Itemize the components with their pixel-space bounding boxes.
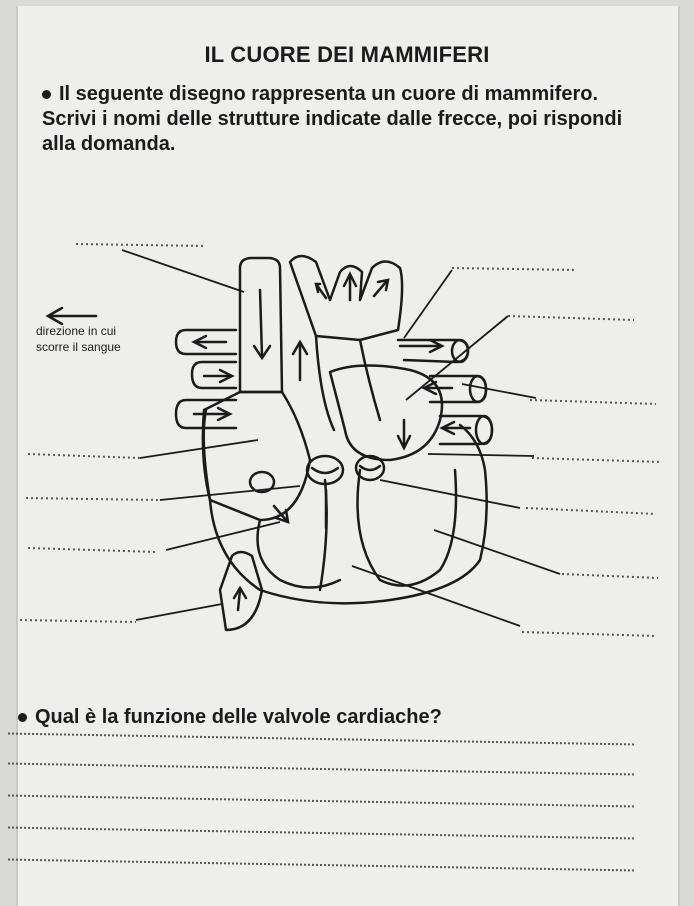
question: Qual è la funzione delle valvole cardiac…: [18, 706, 658, 729]
worksheet-title: IL CUORE DEI MAMMIFERI: [204, 42, 490, 67]
right-atrium: [201, 390, 312, 522]
tricuspid-valve: [305, 454, 345, 486]
worksheet-page: [18, 6, 678, 906]
aortic-arch: [288, 254, 404, 342]
heart-outline: [208, 423, 488, 605]
bullet-icon: [18, 713, 27, 723]
left-ventricle: [356, 468, 458, 587]
superior-vena-cava: [238, 256, 284, 394]
left-atrium: [328, 364, 444, 462]
direction-label-line2: scorre il sangue: [36, 340, 121, 354]
inferior-vena-cava: [218, 550, 264, 632]
pulmonary-artery: [314, 334, 382, 432]
instructions-text: Il seguente disegno rappresenta un cuore…: [42, 83, 623, 155]
heart-diagram: direzione in cui scorre il sangue: [19, 243, 663, 637]
pulmonary-veins-left: [190, 360, 238, 390]
instructions: Il seguente disegno rappresenta un cuore…: [42, 82, 642, 157]
aortic-valve-oval: [248, 470, 276, 494]
bullet-icon: [42, 90, 51, 100]
question-text: Qual è la funzione delle valvole cardiac…: [35, 706, 442, 728]
right-ventricle: [256, 518, 342, 589]
mitral-valve: [354, 454, 386, 482]
direction-label-line1: direzione in cui: [36, 324, 116, 338]
pulmonary-vessels-left: [174, 328, 238, 356]
